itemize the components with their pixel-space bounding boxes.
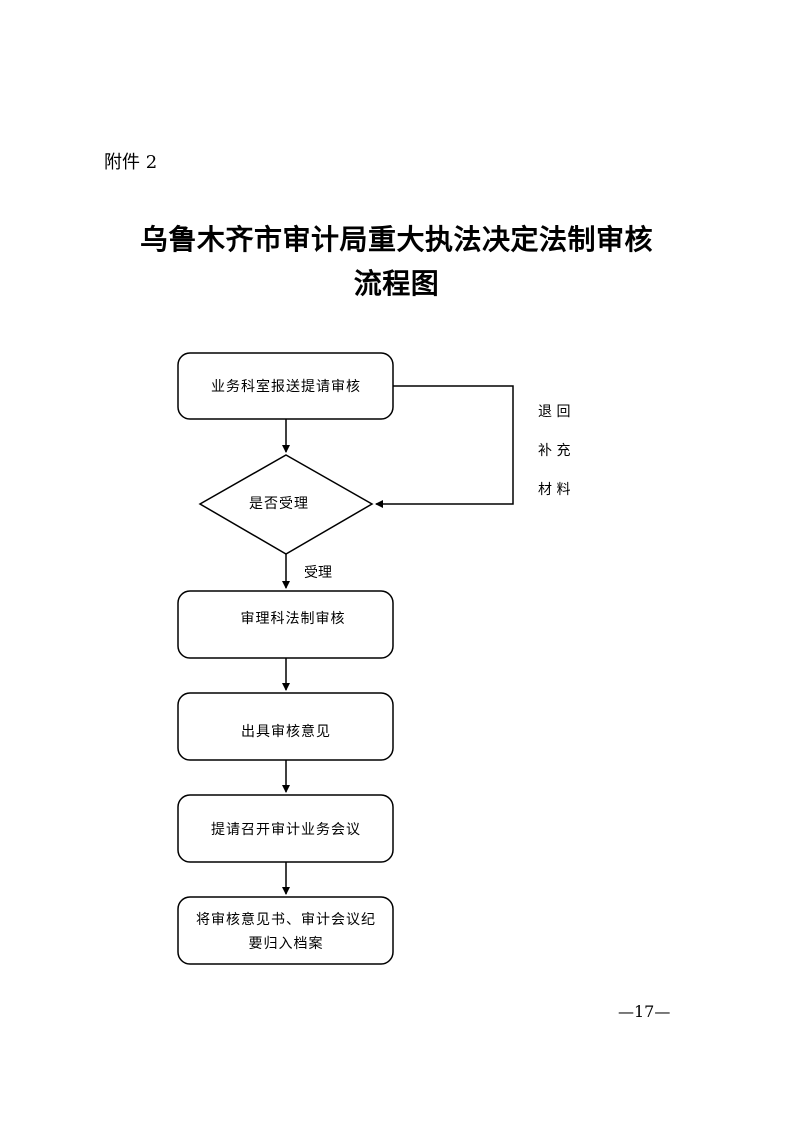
return-label-3: 材 料	[538, 482, 570, 498]
page-title: 乌鲁木齐市审计局重大执法决定法制审核	[139, 223, 653, 256]
step1-text: 业务科室报送提请审核	[211, 378, 361, 395]
step4-text: 提请召开审计业务会议	[211, 822, 361, 838]
step3-text: 出具审核意见	[241, 723, 331, 740]
return-label-2: 补 充	[538, 443, 570, 459]
page-subtitle: 流程图	[353, 267, 440, 300]
return-loop-line	[375, 385, 514, 508]
decision-text: 是否受理	[249, 496, 309, 512]
return-label-1: 退 回	[538, 404, 570, 420]
step5-text-line1: 将审核意见书、审计会议纪	[196, 911, 376, 928]
step2-text: 审理科法制审核	[241, 611, 346, 627]
step5-text-line2: 要归入档案	[249, 935, 324, 952]
attachment-label: 附件 2	[104, 152, 158, 173]
step5-box	[177, 896, 394, 965]
page-number: —17—	[618, 1002, 671, 1021]
accept-label: 受理	[304, 565, 332, 581]
